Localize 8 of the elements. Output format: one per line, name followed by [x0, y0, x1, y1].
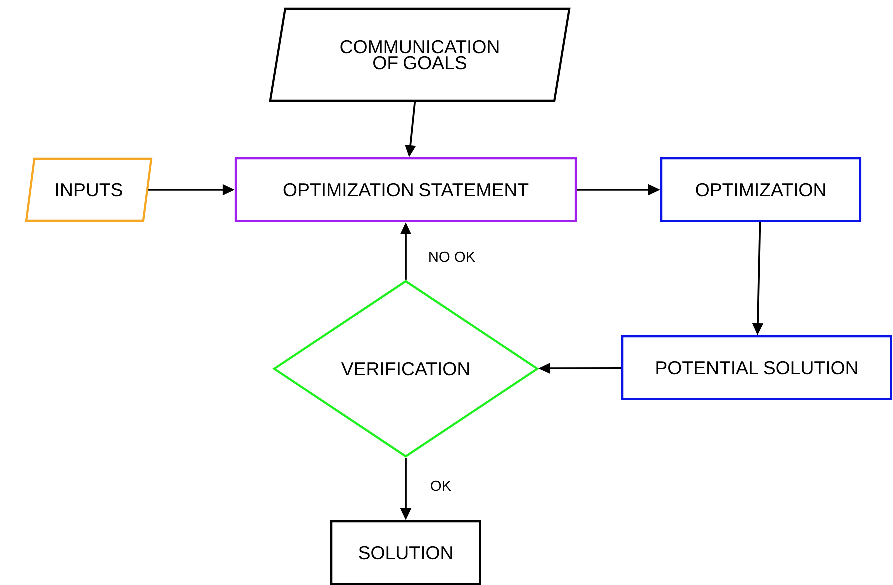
process-box: OPTIMIZATION: [660, 157, 862, 223]
process-box: POTENTIAL SOLUTION: [622, 335, 893, 401]
input-parallelogram: INPUTS: [25, 158, 153, 222]
edge-label: OK: [429, 479, 453, 493]
input-output-parallelogram: COMMUNICATION OF GOALS: [269, 8, 571, 102]
terminal-box: SOLUTION: [330, 520, 482, 585]
edge-label: NO OK: [427, 250, 477, 264]
process-box: OPTIMIZATION STATEMENT: [234, 157, 578, 223]
